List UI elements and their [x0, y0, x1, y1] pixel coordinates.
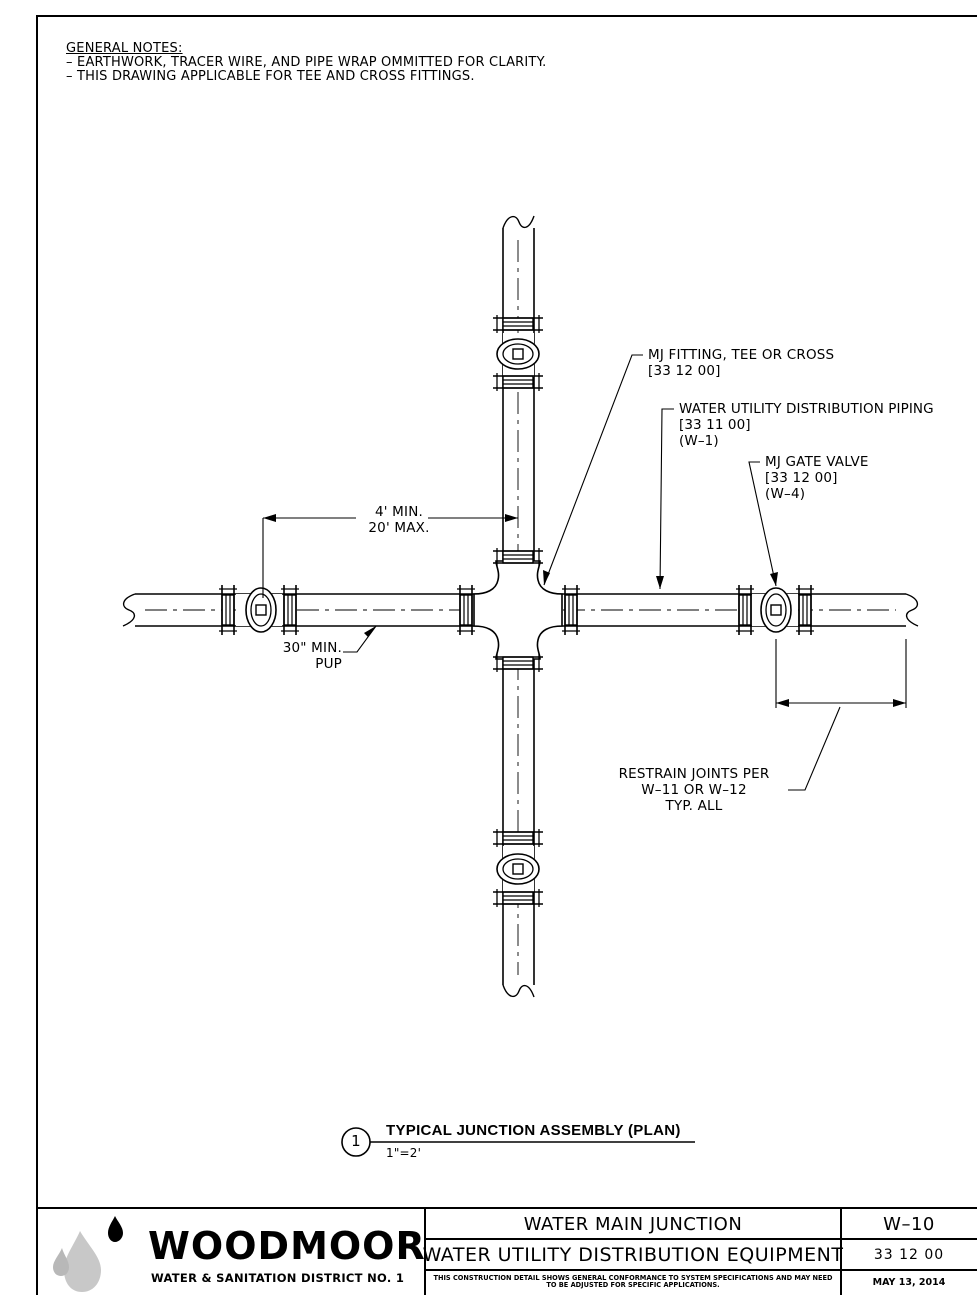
callout-piping: WATER UTILITY DISTRIBUTION PIPING [33 11… [679, 401, 934, 449]
callout-restrain-joints: RESTRAIN JOINTS PER W–11 OR W–12 TYP. AL… [618, 766, 770, 814]
callout-mj-fitting: MJ FITTING, TEE OR CROSS [33 12 00] [648, 347, 835, 379]
spec-section: 33 12 00 [873, 1247, 945, 1263]
gate-valve-bottom [492, 828, 544, 908]
cross-flange-top [492, 547, 544, 567]
drawing-title: WATER MAIN JUNCTION [523, 1213, 743, 1235]
notes-heading: GENERAL NOTES: [66, 41, 183, 56]
detail-scale: 1"=2' [386, 1146, 422, 1160]
callout-gate-valve: MJ GATE VALVE [33 12 00] (W–4) [765, 454, 869, 502]
leader-lines [262, 354, 907, 791]
drawing-date: MAY 13, 2014 [872, 1276, 946, 1288]
cross-flange-right [561, 584, 581, 636]
dimension-arrows [263, 514, 906, 707]
logo-subtitle: WATER & SANITATION DISTRICT NO. 1 [151, 1271, 405, 1285]
logo-name: WOODMOOR [148, 1224, 426, 1268]
water-drop-logo-icon [53, 1216, 123, 1292]
drawing-number: W–10 [883, 1213, 935, 1235]
cross-flange-left [456, 584, 476, 636]
callout-pup: 30" MIN. PUP [282, 640, 342, 672]
general-notes: GENERAL NOTES: – EARTHWORK, TRACER WIRE,… [66, 42, 546, 84]
note-item: – THIS DRAWING APPLICABLE FOR TEE AND CR… [66, 69, 475, 84]
detail-number: 1 [351, 1132, 361, 1150]
detail-title: TYPICAL JUNCTION ASSEMBLY (PLAN) [386, 1122, 681, 1139]
gate-valve-top [492, 314, 544, 392]
detail-title-graphic [341, 1127, 695, 1157]
title-block-grid [37, 1207, 977, 1295]
disclaimer-text: THIS CONSTRUCTION DETAIL SHOWS GENERAL C… [433, 1275, 833, 1289]
cross-flange-bottom [492, 653, 544, 673]
note-item: – EARTHWORK, TRACER WIRE, AND PIPE WRAP … [66, 55, 547, 70]
gate-valve-right [735, 584, 815, 636]
mj-cross-fitting [473, 560, 563, 660]
dimension-label-spacing: 4' MIN. 20' MAX. [368, 504, 430, 536]
drawing-category: WATER UTILITY DISTRIBUTION EQUIPMENT [422, 1244, 844, 1266]
gate-valve-left [218, 584, 300, 636]
